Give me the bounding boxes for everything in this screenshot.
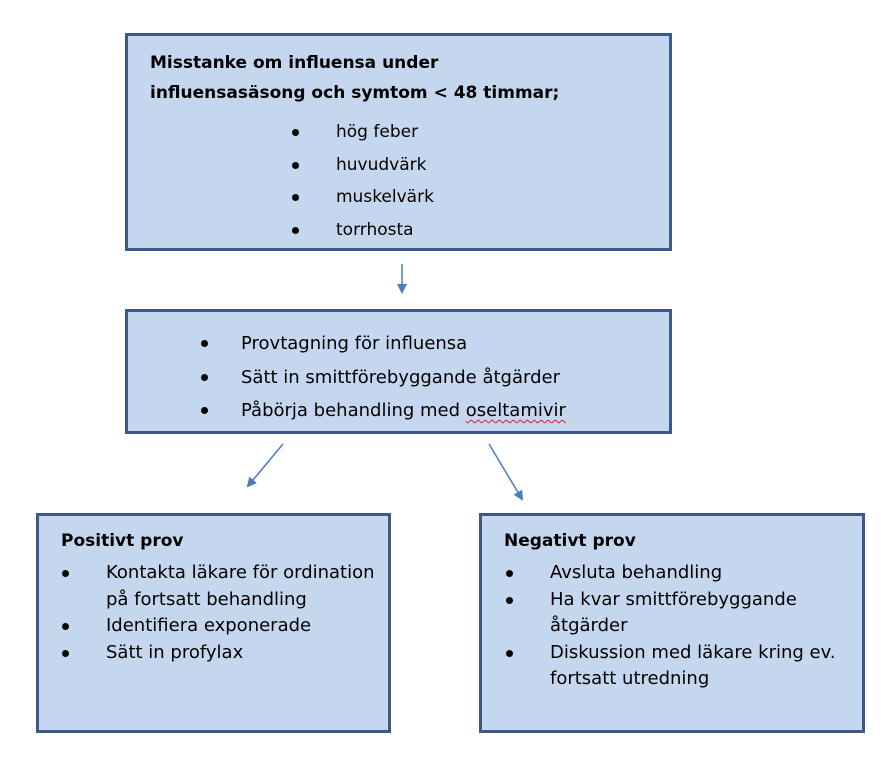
action-list: Provtagning för influensa Sätt in smittf…	[201, 327, 566, 428]
positive-item: Kontakta läkare för ordination på fortsa…	[62, 560, 376, 613]
positive-item: Identifiera exponerade	[62, 613, 376, 640]
action-item: Påbörja behandling med oseltamivir	[201, 394, 566, 428]
bullet-icon	[62, 623, 69, 630]
bullet-icon	[201, 340, 208, 347]
suspicion-title-line2: influensasäsong och symtom < 48 timmar;	[150, 82, 560, 103]
arrow-middle-to-positive	[246, 443, 284, 488]
negative-test-box: Negativt prov Avsluta behandling Ha kvar…	[479, 513, 865, 733]
action-item: Sätt in smittförebyggande åtgärder	[201, 361, 566, 395]
negative-item: Ha kvar smittförebyggande åtgärder	[506, 587, 850, 640]
suspicion-title-line1: Misstanke om influensa under	[150, 53, 439, 73]
negative-item: Avsluta behandling	[506, 560, 850, 587]
bullet-icon	[292, 161, 299, 169]
action-item-prefix: Påbörja behandling med	[241, 400, 466, 421]
action-item: Provtagning för influensa	[201, 327, 566, 361]
symptom-item: muskelvärk	[292, 181, 434, 214]
positive-test-list: Kontakta läkare för ordination på fortsa…	[62, 560, 376, 667]
bullet-icon	[292, 226, 299, 234]
positive-test-title: Positivt prov	[61, 531, 184, 551]
negative-test-title: Negativt prov	[504, 531, 636, 551]
suspicion-title: Misstanke om influensa under influensasä…	[150, 49, 559, 108]
bullet-icon	[292, 129, 299, 136]
bullet-icon	[62, 570, 69, 577]
drug-name: oseltamivir	[465, 400, 566, 421]
bullet-icon	[506, 596, 513, 604]
bullet-icon	[201, 407, 208, 414]
positive-item: Sätt in profylax	[62, 640, 376, 667]
arrow-middle-to-negative	[488, 443, 524, 501]
bullet-icon	[292, 194, 299, 201]
bullet-icon	[506, 649, 513, 657]
positive-test-box: Positivt prov Kontakta läkare för ordina…	[36, 513, 391, 733]
bullet-icon	[506, 570, 513, 577]
bullet-icon	[201, 373, 208, 381]
negative-item: Diskussion med läkare kring ev. fortsatt…	[506, 640, 850, 693]
action-box: Provtagning för influensa Sätt in smittf…	[125, 309, 672, 434]
symptom-list: hög feber huvudvärk muskelvärk torrhosta	[292, 116, 434, 247]
suspicion-box: Misstanke om influensa under influensasä…	[125, 33, 672, 251]
bullet-icon	[62, 649, 69, 657]
symptom-item: huvudvärk	[292, 149, 434, 182]
symptom-item: torrhosta	[292, 214, 434, 247]
symptom-item: hög feber	[292, 116, 434, 149]
negative-test-list: Avsluta behandling Ha kvar smittförebygg…	[506, 560, 850, 693]
